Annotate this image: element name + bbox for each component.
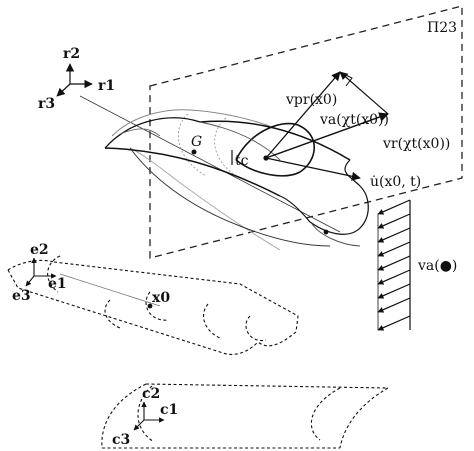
configuration-e — [7, 255, 299, 355]
frame-r — [56, 63, 93, 97]
frame-e2-label: e2 — [30, 242, 49, 258]
frame-r1-label: r1 — [98, 78, 115, 94]
frame-e3-label: e3 — [12, 288, 31, 304]
plane-pi23 — [149, 5, 463, 259]
frame-e — [25, 257, 57, 287]
point-x0 — [147, 303, 153, 309]
frame-c — [133, 401, 165, 431]
frame-c2-label: c2 — [142, 386, 160, 402]
vr-chi-label: vr(χt(x0)) — [382, 136, 450, 152]
body-axis-line — [79, 95, 341, 233]
tc-label: tc — [235, 153, 249, 169]
frame-c3-label: c3 — [112, 432, 130, 448]
point-G-label: G — [191, 134, 202, 150]
udot-label: u̇(x0, t) — [370, 174, 421, 190]
frame-r2-label: r2 — [63, 46, 80, 62]
velocity-arrows — [265, 71, 389, 181]
va-dot-label: va(●) — [417, 258, 457, 274]
point-x0-label: x0 — [152, 290, 170, 306]
plane-label: Π23 — [427, 20, 457, 36]
vpr-label: vpr(x0) — [285, 92, 337, 108]
frame-r3-label: r3 — [38, 96, 55, 112]
configuration-e-axis — [59, 273, 161, 307]
deformed-body — [104, 109, 369, 251]
frame-e1-label: e1 — [48, 276, 67, 292]
point-G — [191, 149, 197, 155]
configuration-c — [101, 383, 389, 449]
va-chi-label: va(χt(x0)) — [319, 112, 389, 128]
velocity-profile — [377, 199, 411, 331]
frame-c1-label: c1 — [160, 402, 178, 418]
